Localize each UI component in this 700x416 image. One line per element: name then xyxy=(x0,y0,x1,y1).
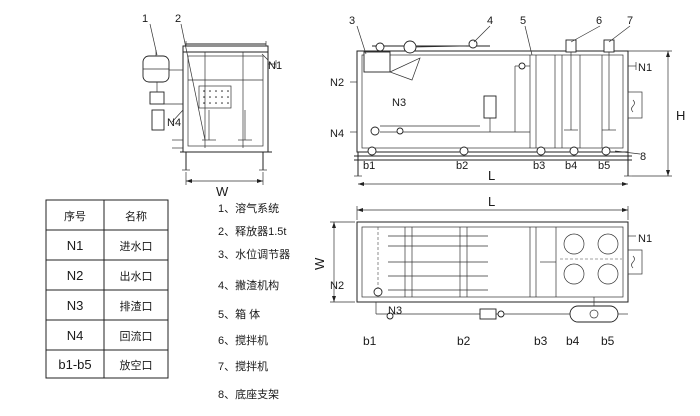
front-view: 1 2 N1 N4 W xyxy=(142,13,282,199)
side-drain-b2: b2 xyxy=(456,160,468,172)
plan-drain-b1: b1 xyxy=(363,334,377,348)
component-item: 4、撇渣机构 xyxy=(218,278,279,292)
callout-6: 6 xyxy=(596,15,602,27)
side-l-dimension: L xyxy=(488,168,495,183)
plan-n3-label: N3 xyxy=(388,305,402,317)
table-cell: b1-b5 xyxy=(58,357,91,372)
perforation-dots xyxy=(203,90,229,104)
nozzle-table: 序号 名称 N1 进水口 N2 出水口 N3 排渣口 N4 回流口 b1-b5 … xyxy=(45,199,169,379)
plan-drain-b4: b4 xyxy=(566,334,580,348)
side-drain-b1: b1 xyxy=(363,160,375,172)
plan-l-dimension: L xyxy=(488,194,495,209)
component-item: 1、溶气系统 xyxy=(218,201,279,215)
plan-drain-b2: b2 xyxy=(457,334,471,348)
table-cell: 回流口 xyxy=(120,329,153,343)
table-cell: N4 xyxy=(67,328,84,343)
table-cell: N2 xyxy=(67,268,84,283)
callout-3: 3 xyxy=(349,15,355,27)
side-drain-b3: b3 xyxy=(533,160,545,172)
component-list: 1、溶气系统 2、释放器1.5t 3、水位调节器 4、撇渣机构 5、箱 体 6、… xyxy=(218,201,290,401)
front-n4-label: N4 xyxy=(167,117,181,129)
component-item: 6、搅拌机 xyxy=(218,333,268,347)
plan-view: L xyxy=(312,194,652,348)
side-n3-label: N3 xyxy=(392,97,406,109)
table-cell: 排渣口 xyxy=(120,299,153,313)
side-n1-label: N1 xyxy=(638,62,652,74)
side-drain-b4: b4 xyxy=(565,160,577,172)
side-drain-b5: b5 xyxy=(598,160,610,172)
component-item: 8、底座支架 xyxy=(218,387,279,401)
callout-1: 1 xyxy=(142,13,148,25)
side-h-dimension: H xyxy=(676,108,685,123)
table-cell: 出水口 xyxy=(120,269,153,283)
plan-n2-label: N2 xyxy=(330,280,344,292)
table-cell: N1 xyxy=(67,238,84,253)
callout-2: 2 xyxy=(175,13,181,25)
table-cell: N3 xyxy=(67,298,84,313)
front-w-dimension: W xyxy=(216,184,229,199)
table-header-number: 序号 xyxy=(64,209,86,223)
side-view: 3 4 5 6 7 8 N1 N2 N3 N4 H L b1 b2 b3 b4 … xyxy=(330,15,685,186)
table-cell: 进水口 xyxy=(120,240,153,253)
front-n1-label: N1 xyxy=(268,60,282,72)
callout-7: 7 xyxy=(627,15,633,27)
side-n4-label: N4 xyxy=(330,128,344,140)
callout-4: 4 xyxy=(487,15,493,27)
table-cell: 放空口 xyxy=(120,358,153,372)
callout-8: 8 xyxy=(640,151,646,163)
table-header-name: 名称 xyxy=(125,209,147,223)
plan-drain-b5: b5 xyxy=(601,334,615,348)
side-n2-label: N2 xyxy=(330,77,344,89)
callout-5: 5 xyxy=(520,15,526,27)
plan-w-dimension: W xyxy=(312,257,327,270)
component-item: 3、水位调节器 xyxy=(218,247,290,261)
component-item: 7、搅拌机 xyxy=(218,359,268,373)
plan-drain-b3: b3 xyxy=(534,334,548,348)
component-item: 5、箱 体 xyxy=(218,307,260,321)
component-item: 2、释放器1.5t xyxy=(218,224,286,238)
plan-n1-label: N1 xyxy=(638,233,652,245)
